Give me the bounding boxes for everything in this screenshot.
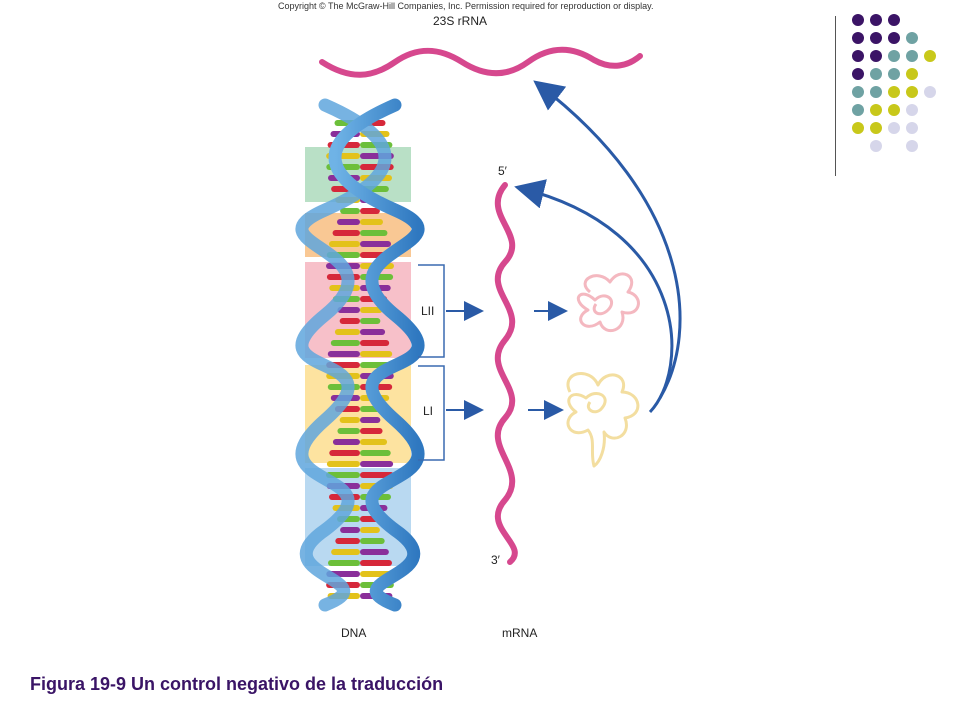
divider-line [835, 16, 836, 176]
base-pair-segment [332, 439, 360, 445]
decorative-dot [888, 68, 900, 80]
decorative-dot [852, 86, 864, 98]
decorative-dot [906, 122, 918, 134]
decorative-dot [870, 14, 882, 26]
lii-label: LII [421, 304, 435, 318]
decorative-dot [906, 32, 918, 44]
copyright-notice: Copyright © The McGraw-Hill Companies, I… [278, 1, 654, 11]
decorative-dot [924, 50, 936, 62]
figure-caption: Figura 19-9 Un control negativo de la tr… [30, 674, 444, 694]
base-pair-segment [360, 230, 388, 236]
lii-protein-icon [576, 272, 640, 333]
decorative-dot [870, 104, 882, 116]
decorative-dot [906, 140, 918, 152]
base-pair-segment [332, 230, 360, 236]
base-pair-segment [339, 318, 360, 324]
li-label: LI [423, 404, 434, 418]
base-pair-segment [337, 428, 360, 434]
base-pair-segment [360, 351, 393, 357]
base-pair-segment [360, 461, 394, 467]
base-pair-segment [360, 307, 383, 313]
decorative-dot [888, 122, 900, 134]
decorative-dot [888, 50, 900, 62]
feedback-arrow-to-rrna [533, 80, 682, 399]
base-pair-segment [360, 417, 381, 423]
base-pair-segment [360, 549, 389, 555]
decorative-dot [852, 122, 864, 134]
mrna-label: mRNA [502, 626, 538, 640]
base-pair-segment [327, 351, 360, 357]
rrna-strand [319, 46, 643, 78]
base-pair-segment [328, 560, 360, 566]
base-pair-segment [360, 450, 391, 456]
mrna-strand [494, 182, 518, 565]
base-pair-segment [360, 241, 392, 247]
decorative-dot [870, 140, 882, 152]
decorative-dot [852, 50, 864, 62]
dna-strand-front [328, 98, 425, 612]
decorative-dot-grid [852, 14, 936, 154]
decorative-dot [906, 104, 918, 116]
li-bracket [418, 365, 445, 461]
base-pair-segment [326, 461, 360, 467]
decorative-dot [870, 122, 882, 134]
decorative-dot [852, 32, 864, 44]
decorative-dot [906, 50, 918, 62]
base-pair-segment [360, 340, 390, 346]
decorative-dot [888, 14, 900, 26]
decorative-dot [870, 32, 882, 44]
base-pair-segment [360, 538, 385, 544]
decorative-dot [906, 86, 918, 98]
base-pair-segment [360, 329, 386, 335]
decorative-dot [852, 104, 864, 116]
base-pair-segment [339, 417, 360, 423]
base-pair-segment [360, 428, 383, 434]
decorative-dot [870, 68, 882, 80]
base-pair-segment [360, 527, 380, 533]
base-pair-segment [326, 472, 360, 478]
base-pair-segment [329, 450, 360, 456]
base-pair-segment [328, 241, 360, 247]
li-protein-icon [566, 372, 640, 468]
base-pair-segment [360, 219, 383, 225]
three-prime-label: 3′ [491, 553, 500, 567]
base-pair-segment [337, 219, 360, 225]
base-pair-segment [360, 318, 381, 324]
base-pair-segment [330, 340, 360, 346]
base-pair-segment [331, 549, 360, 555]
base-pair-segment [360, 472, 394, 478]
base-pair-segment [335, 538, 360, 544]
five-prime-label: 5′ [498, 164, 507, 178]
dna-strand-back [295, 98, 392, 612]
decorative-dot [870, 50, 882, 62]
decorative-dot [852, 68, 864, 80]
dna-label: DNA [341, 626, 367, 640]
rrna-label: 23S rRNA [433, 14, 488, 28]
decorative-dot [906, 68, 918, 80]
base-pair-segment [340, 208, 360, 214]
base-pair-segment [360, 208, 380, 214]
decorative-dot [888, 104, 900, 116]
lii-bracket [418, 264, 445, 358]
base-pair-segment [360, 439, 388, 445]
base-pair-segment [337, 307, 360, 313]
decorative-dot [924, 86, 936, 98]
decorative-dot [870, 86, 882, 98]
decorative-dot [852, 14, 864, 26]
base-pair-segment [360, 560, 392, 566]
base-pair-segment [334, 329, 360, 335]
base-pair-segment [340, 527, 360, 533]
decorative-dot [888, 32, 900, 44]
decorative-dot [888, 86, 900, 98]
